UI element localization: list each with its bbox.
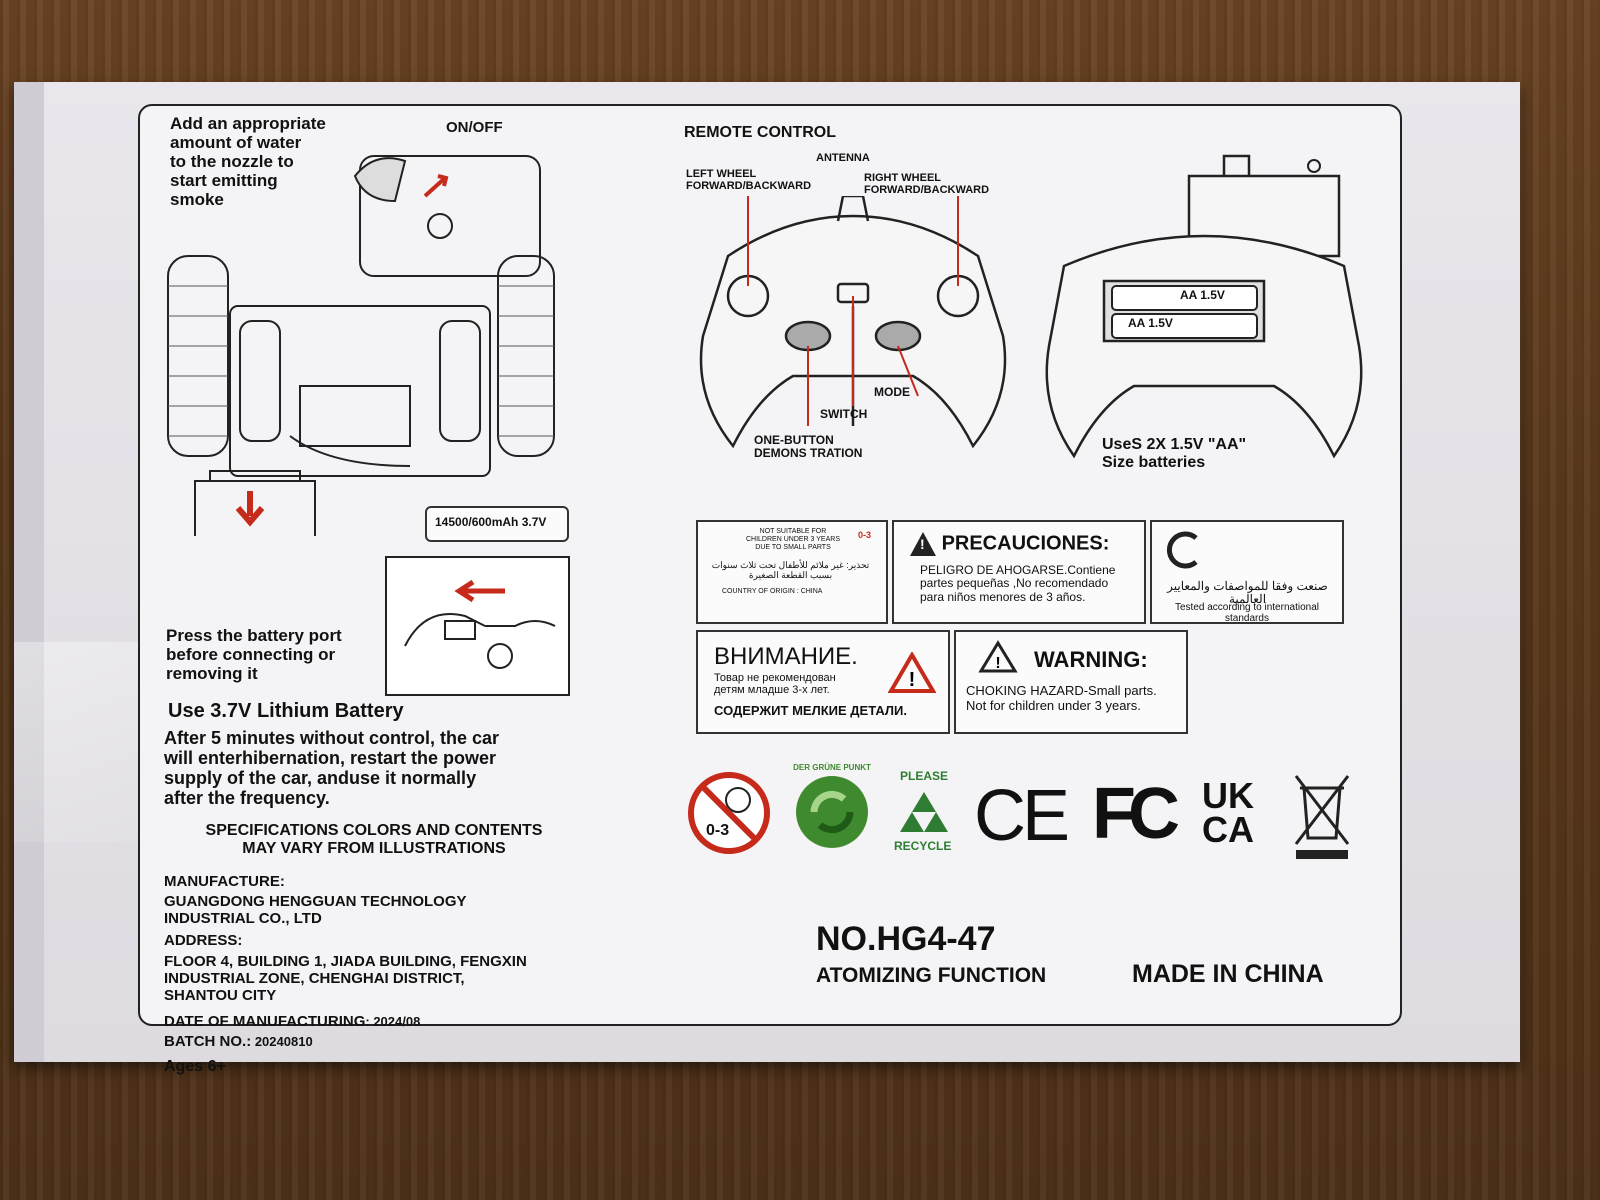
english-warning-box: ! WARNING: CHOKING HAZARD-Small parts. N… (954, 630, 1188, 734)
battery-port-instructions: Press the battery port before connecting… (166, 626, 342, 684)
arabic-age-badge: 0-3 (858, 530, 872, 540)
battery-aa-2-label: AA 1.5V (1128, 316, 1173, 330)
fcc-mark: FC (1092, 774, 1180, 854)
manufacture-label: MANUFACTURE: (164, 873, 285, 890)
left-wheel-label: LEFT WHEEL FORWARD/BACKWARD (686, 168, 812, 193)
date-value: : 2024/08 (365, 1014, 421, 1029)
date-label: DATE OF MANUFACTURING (164, 1013, 366, 1030)
arabic-warning-box: NOT SUITABLE FOR CHILDREN UNDER 3 YEARS … (696, 520, 888, 624)
intl-arabic-text: صنعت وفقا للمواصفات والمعايير العالمية (1167, 579, 1328, 607)
hibernation-text: After 5 minutes without control, the car… (164, 728, 500, 809)
date-of-manufacturing: DATE OF MANUFACTURING: 2024/08 (164, 1013, 421, 1031)
warning-title: WARNING: (1034, 647, 1148, 672)
warning-triangle-icon (910, 532, 936, 556)
car-illustration (167, 155, 555, 536)
arabic-country-origin: COUNTRY OF ORIGIN : CHINA (722, 588, 823, 595)
box-side-edge (14, 82, 44, 1062)
ages-text: Ages 6+ (164, 1058, 226, 1075)
on-off-label: ON/OFF (446, 119, 503, 136)
model-number: NO.HG4-47 (816, 920, 996, 958)
atomizing-function: ATOMIZING FUNCTION (816, 964, 1047, 987)
connector-illustration (385, 556, 570, 696)
recycle-top-text: PLEASE (900, 769, 949, 783)
recycle-bottom-text: RECYCLE (894, 839, 952, 853)
lithium-battery-heading: Use 3.7V Lithium Battery (168, 700, 404, 722)
green-dot-text: DER GRÜNE PUNKT (793, 763, 871, 772)
warning-body: CHOKING HAZARD-Small parts. Not for chil… (966, 683, 1157, 713)
ukca-mark-top: UK (1202, 775, 1254, 816)
age-restriction-text: 0-3 (706, 822, 730, 839)
battery-spec-tag: 14500/600mAh 3.7V (425, 506, 569, 542)
precauciones-title: PRECAUCIONES: (910, 532, 1109, 556)
made-in-china: MADE IN CHINA (1132, 960, 1324, 988)
specifications-note: SPECIFICATIONS COLORS AND CONTENTS MAY V… (205, 822, 543, 857)
vnimanie-body: Товар не рекомендован детям младше 3-х л… (714, 672, 836, 697)
green-dot-icon (796, 776, 868, 848)
product-box: Add an appropriate amount of water to th… (14, 82, 1520, 1075)
intl-english-text: Tested according to international standa… (1175, 602, 1319, 625)
remote-back-illustration (1045, 154, 1363, 459)
ukca-mark-bottom: CA (1202, 809, 1254, 850)
warning-triangle-icon: ! (888, 652, 936, 693)
international-standards-box: صنعت وفقا للمواصفات والمعايير العالمية T… (1150, 520, 1344, 624)
mode-label: MODE (874, 385, 910, 399)
instruction-label: Add an appropriate amount of water to th… (138, 104, 1402, 1075)
vnimanie-title: ВНИМАНИЕ. (714, 643, 858, 670)
address-label: ADDRESS: (164, 932, 243, 949)
aa-battery-note: UseS 2X 1.5V "AA" Size batteries (1102, 436, 1247, 471)
antenna-label: ANTENNA (816, 152, 870, 164)
russian-warning-box: ВНИМАНИЕ. Товар не рекомендован детям мл… (696, 630, 950, 734)
age-restriction-icon (688, 772, 770, 854)
svg-text:!: ! (909, 669, 916, 691)
remote-front-illustration (699, 196, 1007, 449)
vnimanie-footer: СОДЕРЖИТ МЕЛКИЕ ДЕТАЛИ. (714, 703, 907, 718)
batch-number: BATCH NO.: 20240810 (164, 1033, 313, 1051)
manufacture-value: GUANGDONG HENGGUAN TECHNOLOGY INDUSTRIAL… (164, 893, 467, 927)
arabic-warning-head: NOT SUITABLE FOR CHILDREN UNDER 3 YEARS … (745, 528, 840, 551)
precauciones-box: PRECAUCIONES: PELIGRO DE AHOGARSE.Contie… (892, 520, 1146, 624)
demo-label: ONE-BUTTON DEMONS TRATION (754, 433, 863, 461)
battery-aa-1-label: AA 1.5V (1180, 288, 1225, 302)
right-wheel-label: RIGHT WHEEL FORWARD/BACKWARD (864, 172, 990, 197)
switch-label: SWITCH (820, 407, 868, 421)
precauciones-title-text: PRECAUCIONES: (941, 532, 1110, 555)
warning-triangle-icon: ! (978, 640, 1018, 673)
svg-text:!: ! (995, 655, 1000, 672)
battery-spec-text: 14500/600mAh 3.7V (435, 515, 547, 529)
remote-control-title: REMOTE CONTROL (684, 124, 836, 141)
batch-value: 20240810 (251, 1034, 313, 1049)
batch-label: BATCH NO.: (164, 1033, 252, 1050)
precauciones-body: PELIGRO DE AHOGARSE.Contiene partes pequ… (920, 563, 1116, 604)
ce-quality-icon (1166, 531, 1198, 569)
recycle-icon (900, 792, 948, 832)
ce-mark: CE (974, 776, 1070, 856)
weee-bin-icon (1294, 775, 1350, 859)
arabic-warning-body: تحذير: غير ملائم للأطفال تحت ثلاث سنوات … (711, 560, 870, 581)
nozzle-instructions: Add an appropriate amount of water to th… (170, 114, 326, 210)
address-value: FLOOR 4, BUILDING 1, JIADA BUILDING, FEN… (164, 953, 527, 1004)
